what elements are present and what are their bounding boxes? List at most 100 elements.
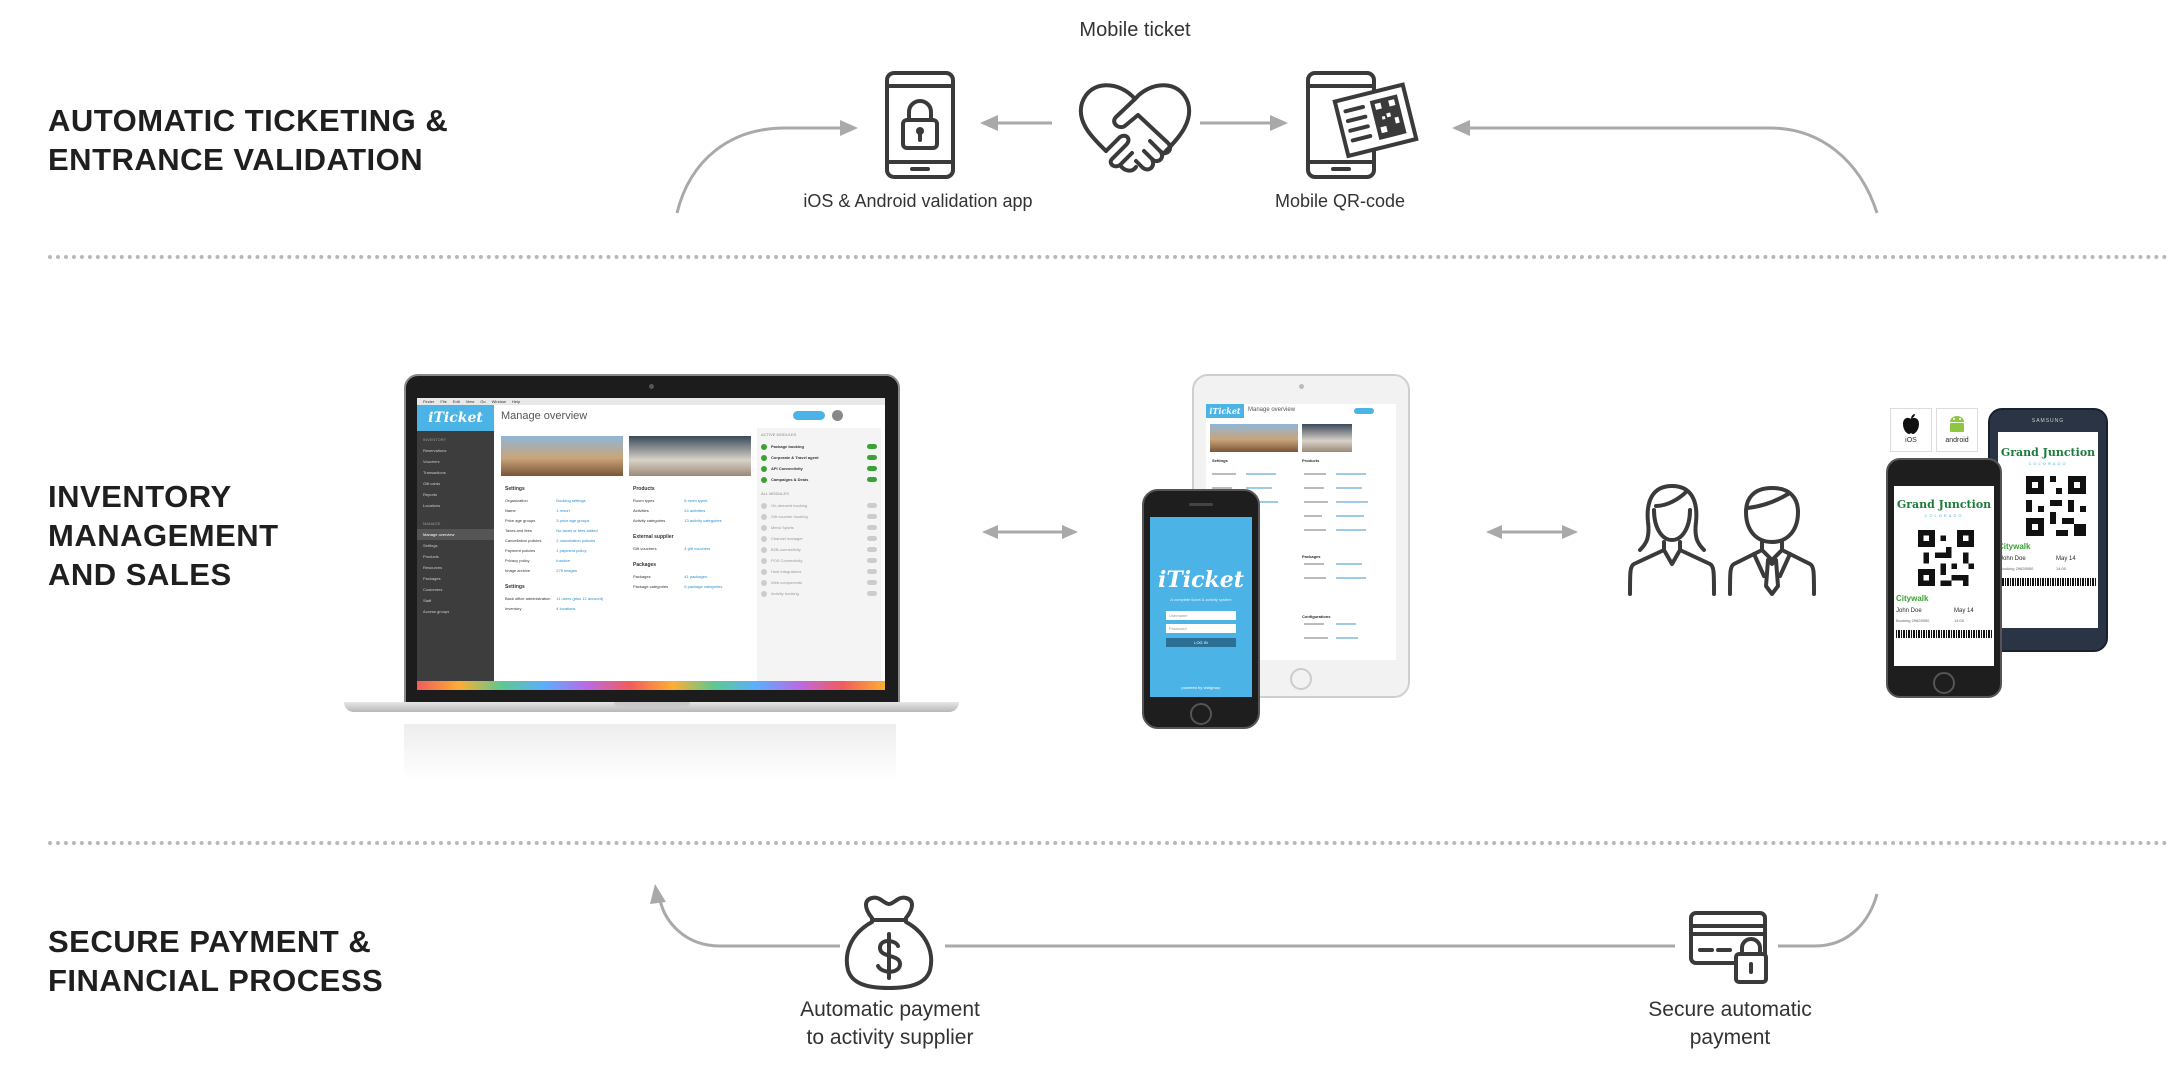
module-toggle[interactable] (867, 514, 877, 519)
module-label: Channel manager (771, 536, 803, 541)
sidebar-item[interactable]: Products (423, 554, 439, 559)
settings-row-label: Price age groups (505, 518, 536, 523)
laptop-reflection (404, 724, 896, 780)
module-item[interactable]: Activity booking (761, 588, 877, 599)
module-toggle[interactable] (867, 466, 877, 471)
sidebar-item[interactable]: Gift cards (423, 481, 441, 486)
module-toggle[interactable] (867, 558, 877, 563)
double-arrow-right (1486, 525, 1578, 539)
products-row-value[interactable]: 6 room types (684, 498, 708, 503)
phone-home-button[interactable] (1190, 703, 1212, 725)
laptop-device: Finder File Edit View Go Window Help iTi… (344, 374, 959, 798)
settings-row-value[interactable]: Booking settings (556, 498, 586, 503)
settings-row-value[interactable]: 11 users (plus 12 account) (556, 596, 604, 601)
search-button[interactable] (793, 411, 825, 420)
module-item[interactable]: Corporate & Travel agent (761, 452, 877, 463)
ticket-brand: Grand Junction (2000, 446, 2096, 459)
external-row-value[interactable]: 4 gift vouchers (684, 546, 711, 551)
module-toggle[interactable] (867, 536, 877, 541)
settings-row-value[interactable]: 3 price age groups (556, 518, 590, 523)
tablet-home-button[interactable] (1290, 668, 1312, 690)
products-row-label: Activity categories (633, 518, 666, 523)
settings-row-value[interactable]: 1 resort (556, 508, 570, 513)
settings-row-value[interactable]: 2 cancellation policies (556, 538, 596, 543)
module-toggle[interactable] (867, 547, 877, 552)
module-toggle[interactable] (867, 580, 877, 585)
sidebar-item[interactable]: Locations (423, 503, 441, 508)
menu-item[interactable]: Window (491, 399, 506, 404)
qr-code (1918, 530, 1974, 586)
auto-payment-label: Automatic payment to activity supplier (800, 998, 980, 1049)
module-toggle[interactable] (867, 455, 877, 460)
app-logo[interactable]: iTicket (417, 405, 494, 431)
external-row-label: Gift vouchers (633, 546, 657, 551)
module-item[interactable]: Campaigns & Deals (761, 474, 877, 485)
settings-row-value[interactable]: 275 images (556, 568, 577, 573)
module-toggle[interactable] (867, 591, 877, 596)
sidebar-list: Reservations Vouchers Transactions Gift … (423, 445, 491, 511)
username-input[interactable]: Username (1166, 611, 1236, 620)
modules-title: ALL MODULES (761, 491, 789, 496)
sidebar-item[interactable]: Transactions (423, 470, 446, 475)
module-label: Host Integrations (771, 569, 802, 574)
menu-item[interactable]: File (440, 399, 447, 404)
ticket-date: May 14 (1954, 608, 1974, 614)
sidebar-item[interactable]: Staff (423, 598, 432, 603)
iphone-home-button[interactable] (1933, 672, 1955, 694)
sidebar-item[interactable]: Packages (423, 576, 441, 581)
module-item[interactable]: API Connectivity (761, 463, 877, 474)
menu-item[interactable]: Edit (452, 399, 460, 404)
products-row-value[interactable]: 13 activity categories (684, 518, 722, 523)
module-status-icon (761, 590, 767, 597)
packages-row-label: Package categories (633, 584, 669, 589)
sidebar-section-label: INVENTORY (423, 437, 447, 442)
module-item[interactable]: Host Integrations (761, 566, 877, 577)
settings-row-label: Inventory (505, 606, 522, 611)
sidebar-item[interactable]: Reservations (423, 448, 447, 453)
module-item[interactable]: Web components (761, 577, 877, 588)
settings-row-value[interactable]: 1 payment policy (556, 548, 587, 553)
laptop-notch (614, 702, 690, 707)
packages-row-value[interactable]: 5 package categories (684, 584, 723, 589)
module-toggle[interactable] (867, 444, 877, 449)
phone-login-screen: iTicket A complete ticket & activity sys… (1150, 517, 1252, 697)
sidebar-item[interactable]: Reports (423, 492, 438, 497)
module-item[interactable]: POS Connectivity (761, 555, 877, 566)
module-toggle[interactable] (867, 477, 877, 482)
login-button[interactable]: LOG IN (1166, 638, 1236, 647)
settings-row-value[interactable]: 4 locations (556, 606, 576, 611)
module-item[interactable]: On-demand booking (761, 500, 877, 511)
module-item[interactable]: Package booking (761, 441, 877, 452)
module-toggle[interactable] (867, 525, 877, 530)
menu-item[interactable]: Go (480, 399, 486, 404)
apple-icon (1903, 414, 1919, 434)
menu-item[interactable]: Finder (423, 399, 435, 404)
packages-row-value[interactable]: 41 packages (684, 574, 707, 579)
module-item[interactable]: Channel manager (761, 533, 877, 544)
settings-row: Price age groups 3 price age groups (505, 516, 619, 526)
products-row-value[interactable]: 24 activities (684, 508, 706, 513)
sidebar-item[interactable]: Vouchers (423, 459, 440, 464)
settings-row-value[interactable]: Inactive (556, 558, 571, 563)
settings-row-label: Privacy policy (505, 558, 530, 563)
module-toggle[interactable] (867, 569, 877, 574)
menu-item[interactable]: View (465, 399, 475, 404)
sidebar-item[interactable]: Access groups (423, 609, 450, 614)
module-toggle[interactable] (867, 503, 877, 508)
sidebar-item-active[interactable]: Manage overview (417, 529, 494, 540)
ticket-time: 14:00 (2056, 566, 2067, 571)
module-item[interactable]: Menu Sports (761, 522, 877, 533)
android-label: android (1945, 437, 1969, 444)
module-item[interactable]: Gift voucher booking (761, 511, 877, 522)
menu-item[interactable]: Help (511, 399, 521, 404)
sidebar-item[interactable]: Settings (423, 543, 438, 548)
sidebar-item[interactable]: Customers (423, 587, 443, 592)
module-item[interactable]: B2B-connectivity (761, 544, 877, 555)
avatar[interactable] (832, 410, 843, 421)
sidebar-item[interactable]: Resources (423, 565, 443, 570)
password-input[interactable]: Password (1166, 624, 1236, 633)
settings-row-value[interactable]: No taxes or fees added (556, 528, 598, 533)
ticket-brand-sub: COLORADO (1924, 513, 1964, 518)
module-label: POS Connectivity (771, 558, 803, 563)
